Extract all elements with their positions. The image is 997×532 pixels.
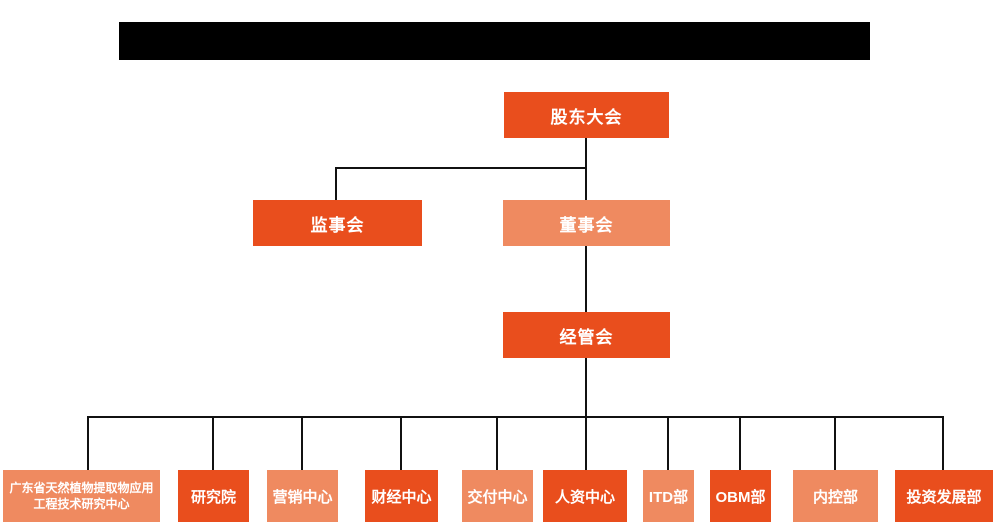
org-node-label: 营销中心 <box>272 488 333 506</box>
org-node-label: 股东大会 <box>550 107 623 127</box>
org-node-obm-department: OBM部 <box>710 470 771 522</box>
org-node-management-committee: 经管会 <box>503 312 670 358</box>
org-node-investment-development-department: 投资发展部 <box>895 470 993 522</box>
org-node-label: 投资发展部 <box>906 488 982 506</box>
connector-line <box>585 138 587 200</box>
connector-line <box>942 416 944 470</box>
connector-line <box>400 416 402 470</box>
connector-line <box>212 416 214 470</box>
org-node-label: 人资中心 <box>554 488 615 506</box>
org-node-label: 内控部 <box>812 488 858 506</box>
org-node-delivery-center: 交付中心 <box>462 470 533 522</box>
org-node-label: 财经中心 <box>371 488 432 506</box>
org-node-shareholders-meeting: 股东大会 <box>504 92 669 138</box>
connector-line <box>739 416 741 470</box>
org-node-label: 交付中心 <box>467 488 528 506</box>
org-node-label: 董事会 <box>559 215 614 235</box>
connector-line <box>87 416 89 470</box>
connector-line <box>585 246 587 312</box>
connector-line <box>585 358 587 470</box>
org-node-label: 研究院 <box>190 488 236 506</box>
org-node-itd-department: ITD部 <box>643 470 694 522</box>
redacted-title-bar <box>119 22 870 60</box>
connector-line <box>335 167 587 169</box>
connector-line <box>335 167 337 200</box>
connector-line <box>834 416 836 470</box>
org-node-label: 广东省天然植物提取物应用工程技术研究中心 <box>9 480 154 511</box>
connector-line <box>667 416 669 470</box>
org-node-gd-plant-extract-research-center: 广东省天然植物提取物应用工程技术研究中心 <box>3 470 160 522</box>
org-node-supervisory-board: 监事会 <box>253 200 422 246</box>
org-node-label: 监事会 <box>310 215 365 235</box>
connector-line <box>496 416 498 470</box>
connector-line <box>301 416 303 470</box>
org-node-finance-center: 财经中心 <box>365 470 438 522</box>
org-node-label: 经管会 <box>559 327 614 347</box>
org-node-label: ITD部 <box>648 488 689 506</box>
org-node-label: OBM部 <box>715 488 766 506</box>
org-node-hr-center: 人资中心 <box>543 470 627 522</box>
org-node-research-institute: 研究院 <box>178 470 249 522</box>
org-node-internal-control-department: 内控部 <box>793 470 878 522</box>
org-node-marketing-center: 营销中心 <box>267 470 338 522</box>
org-node-board-of-directors: 董事会 <box>503 200 670 246</box>
connector-line <box>87 416 944 418</box>
